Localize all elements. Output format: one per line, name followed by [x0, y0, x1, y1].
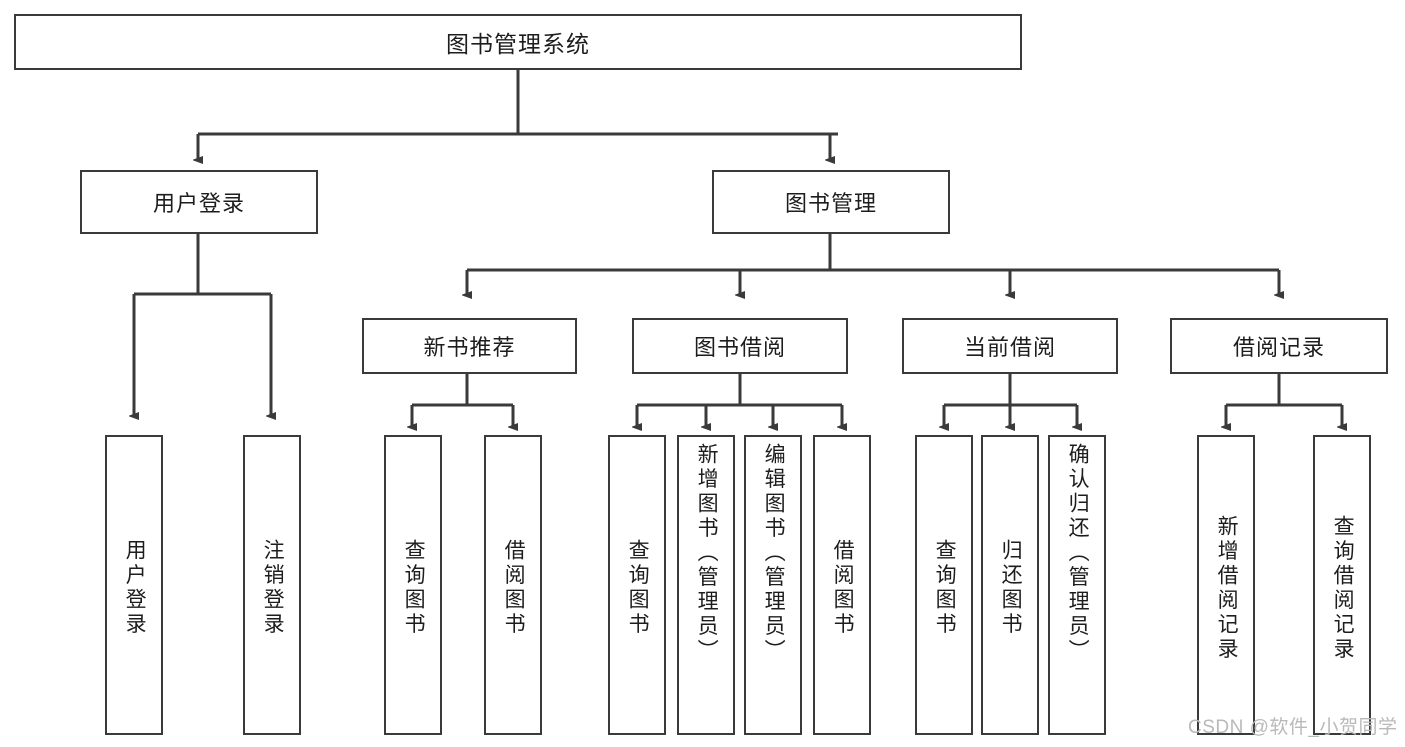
leaf-label: 新增借阅记录 — [1215, 514, 1239, 662]
leaf-label: 查询借阅记录 — [1331, 514, 1355, 662]
leaf-recommend-borrow-book[interactable]: 借阅图书 — [484, 435, 542, 735]
leaf-label: 归还图书 — [999, 539, 1023, 637]
node-current-borrow[interactable]: 当前借阅 — [902, 318, 1118, 374]
node-borrow-record[interactable]: 借阅记录 — [1170, 318, 1388, 374]
leaf-borrow-borrow-book[interactable]: 借阅图书 — [813, 435, 871, 735]
node-label: 图书借阅 — [693, 335, 786, 360]
watermark-text: CSDN @软件_小贺同学 — [1188, 717, 1398, 738]
leaf-label: 注销登录 — [261, 539, 285, 637]
leaf-label: 借阅图书 — [502, 539, 526, 637]
leaf-label: 确认归还（管理员） — [1066, 443, 1090, 664]
leaf-current-confirm-return-admin[interactable]: 确认归还（管理员） — [1048, 435, 1106, 735]
node-new-book-recommend[interactable]: 新书推荐 — [362, 318, 577, 374]
leaf-label: 查询图书 — [402, 539, 426, 637]
leaf-record-query-record[interactable]: 查询借阅记录 — [1313, 435, 1371, 735]
leaf-label: 编辑图书（管理员） — [762, 443, 786, 664]
node-label: 当前借阅 — [963, 335, 1056, 360]
leaf-label: 查询图书 — [933, 539, 957, 637]
leaf-borrow-edit-book-admin[interactable]: 编辑图书（管理员） — [744, 435, 802, 735]
node-root-system[interactable]: 图书管理系统 — [14, 14, 1022, 70]
leaf-label: 查询图书 — [626, 539, 650, 637]
node-label: 用户登录 — [152, 191, 245, 216]
node-label: 新书推荐 — [423, 335, 516, 360]
leaf-label: 借阅图书 — [831, 539, 855, 637]
leaf-current-query-book[interactable]: 查询图书 — [915, 435, 973, 735]
leaf-current-return-book[interactable]: 归还图书 — [981, 435, 1039, 735]
node-label: 图书管理系统 — [446, 31, 590, 57]
leaf-record-add-record[interactable]: 新增借阅记录 — [1197, 435, 1255, 735]
leaf-user-login[interactable]: 用户登录 — [105, 435, 163, 735]
leaf-borrow-add-book-admin[interactable]: 新增图书（管理员） — [677, 435, 735, 735]
node-book-borrow[interactable]: 图书借阅 — [632, 318, 848, 374]
leaf-label: 用户登录 — [123, 539, 147, 637]
node-label: 图书管理 — [784, 191, 877, 216]
node-user-login[interactable]: 用户登录 — [80, 170, 318, 234]
node-label: 借阅记录 — [1232, 335, 1325, 360]
leaf-recommend-query-book[interactable]: 查询图书 — [384, 435, 442, 735]
leaf-borrow-query-book[interactable]: 查询图书 — [608, 435, 666, 735]
leaf-label: 新增图书（管理员） — [695, 443, 719, 664]
node-book-management[interactable]: 图书管理 — [712, 170, 950, 234]
leaf-logout-login[interactable]: 注销登录 — [243, 435, 301, 735]
